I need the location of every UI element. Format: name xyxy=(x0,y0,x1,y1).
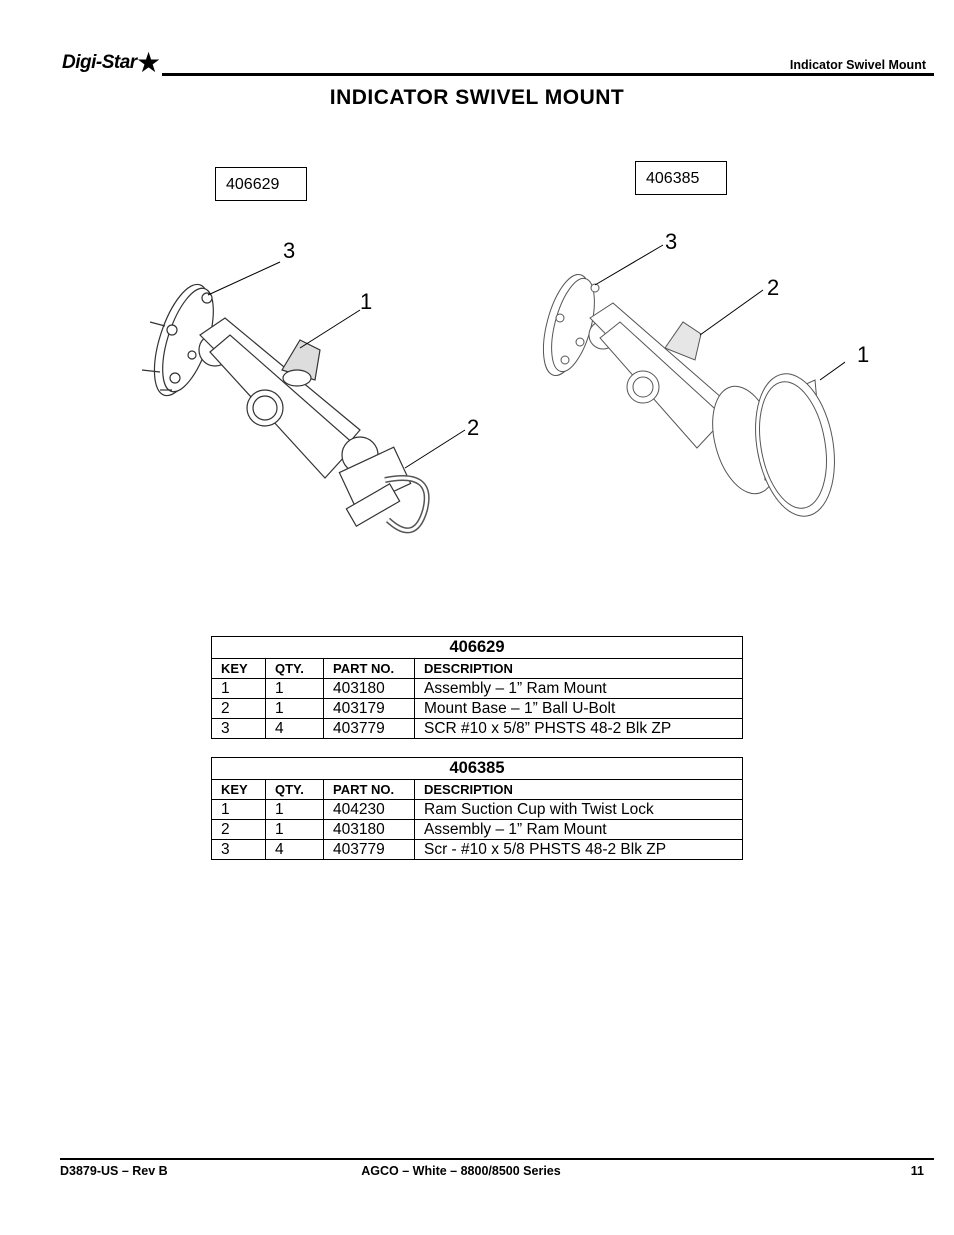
cell-part-no: 404230 xyxy=(323,799,415,820)
callout-3-fig2: 3 xyxy=(665,229,678,254)
cell-part-no: 403180 xyxy=(323,819,415,840)
logo-text: Digi-Star xyxy=(62,52,137,73)
table-title: 406385 xyxy=(211,757,743,780)
cell-description: Ram Suction Cup with Twist Lock xyxy=(414,799,743,820)
star-icon: ★ xyxy=(136,47,162,78)
col-header-description: DESCRIPTION xyxy=(414,779,743,800)
cell-description: SCR #10 x 5/8” PHSTS 48-2 Blk ZP xyxy=(414,718,743,739)
table-row: 2 1 403179 Mount Base – 1” Ball U-Bolt xyxy=(211,698,743,719)
callout-1-fig1: 1 xyxy=(360,289,373,314)
cell-part-no: 403779 xyxy=(323,718,415,739)
cell-key: 3 xyxy=(211,718,266,739)
digi-star-logo: Digi-Star xyxy=(62,52,137,74)
col-header-key: KEY xyxy=(211,779,266,800)
header-divider xyxy=(162,73,934,76)
table-row: 3 4 403779 Scr - #10 x 5/8 PHSTS 48-2 Bl… xyxy=(211,839,743,860)
page-title: INDICATOR SWIVEL MOUNT xyxy=(0,86,954,110)
parts-table-406385: 406385 KEY QTY. PART NO. DESCRIPTION 1 1… xyxy=(211,757,743,860)
cell-part-no: 403179 xyxy=(323,698,415,719)
page-title-text: INDICATOR SWIVEL MOUNT xyxy=(329,86,625,109)
cell-key: 1 xyxy=(211,799,266,820)
table-row: 1 1 404230 Ram Suction Cup with Twist Lo… xyxy=(211,799,743,820)
ram-mount-ubolt-drawing xyxy=(141,261,466,534)
col-header-part-no: PART NO. xyxy=(323,779,415,800)
cell-qty: 4 xyxy=(265,718,324,739)
callout-2-fig1: 2 xyxy=(467,415,480,440)
cell-description: Assembly – 1” Ram Mount xyxy=(414,819,743,840)
table-row: 2 1 403180 Assembly – 1” Ram Mount xyxy=(211,819,743,840)
page-header: Digi-Star ★ Indicator Swivel Mount xyxy=(62,47,934,78)
cell-key: 2 xyxy=(211,698,266,719)
table-title: 406629 xyxy=(211,636,743,659)
cell-qty: 1 xyxy=(265,819,324,840)
footer-page-number: 11 xyxy=(910,1164,924,1178)
footer-divider xyxy=(60,1158,934,1160)
parts-table-406629: 406629 KEY QTY. PART NO. DESCRIPTION 1 1… xyxy=(211,636,743,739)
cell-key: 1 xyxy=(211,678,266,699)
cell-qty: 1 xyxy=(265,799,324,820)
footer-series: AGCO – White – 8800/8500 Series xyxy=(361,1164,561,1178)
cell-part-no: 403779 xyxy=(323,839,415,860)
ram-mount-suction-cup-drawing xyxy=(542,244,845,517)
cell-key: 2 xyxy=(211,819,266,840)
cell-qty: 1 xyxy=(265,678,324,699)
figure-1-part-label: 406629 xyxy=(215,167,307,201)
table-row: 1 1 403180 Assembly – 1” Ram Mount xyxy=(211,678,743,699)
section-title: Indicator Swivel Mount xyxy=(789,58,926,72)
cell-key: 3 xyxy=(211,839,266,860)
callout-2-fig2: 2 xyxy=(767,275,780,300)
cell-description: Assembly – 1” Ram Mount xyxy=(414,678,743,699)
callout-1-fig2: 1 xyxy=(857,342,870,367)
callout-3-fig1: 3 xyxy=(283,238,296,263)
cell-qty: 4 xyxy=(265,839,324,860)
col-header-part-no: PART NO. xyxy=(323,658,415,679)
footer-doc-id: D3879-US – Rev B xyxy=(60,1164,168,1178)
cell-qty: 1 xyxy=(265,698,324,719)
col-header-qty: QTY. xyxy=(265,779,324,800)
col-header-qty: QTY. xyxy=(265,658,324,679)
col-header-description: DESCRIPTION xyxy=(414,658,743,679)
table-row: 3 4 403779 SCR #10 x 5/8” PHSTS 48-2 Blk… xyxy=(211,718,743,739)
col-header-key: KEY xyxy=(211,658,266,679)
cell-description: Mount Base – 1” Ball U-Bolt xyxy=(414,698,743,719)
cell-part-no: 403180 xyxy=(323,678,415,699)
figure-2-part-label: 406385 xyxy=(635,161,727,195)
cell-description: Scr - #10 x 5/8 PHSTS 48-2 Blk ZP xyxy=(414,839,743,860)
